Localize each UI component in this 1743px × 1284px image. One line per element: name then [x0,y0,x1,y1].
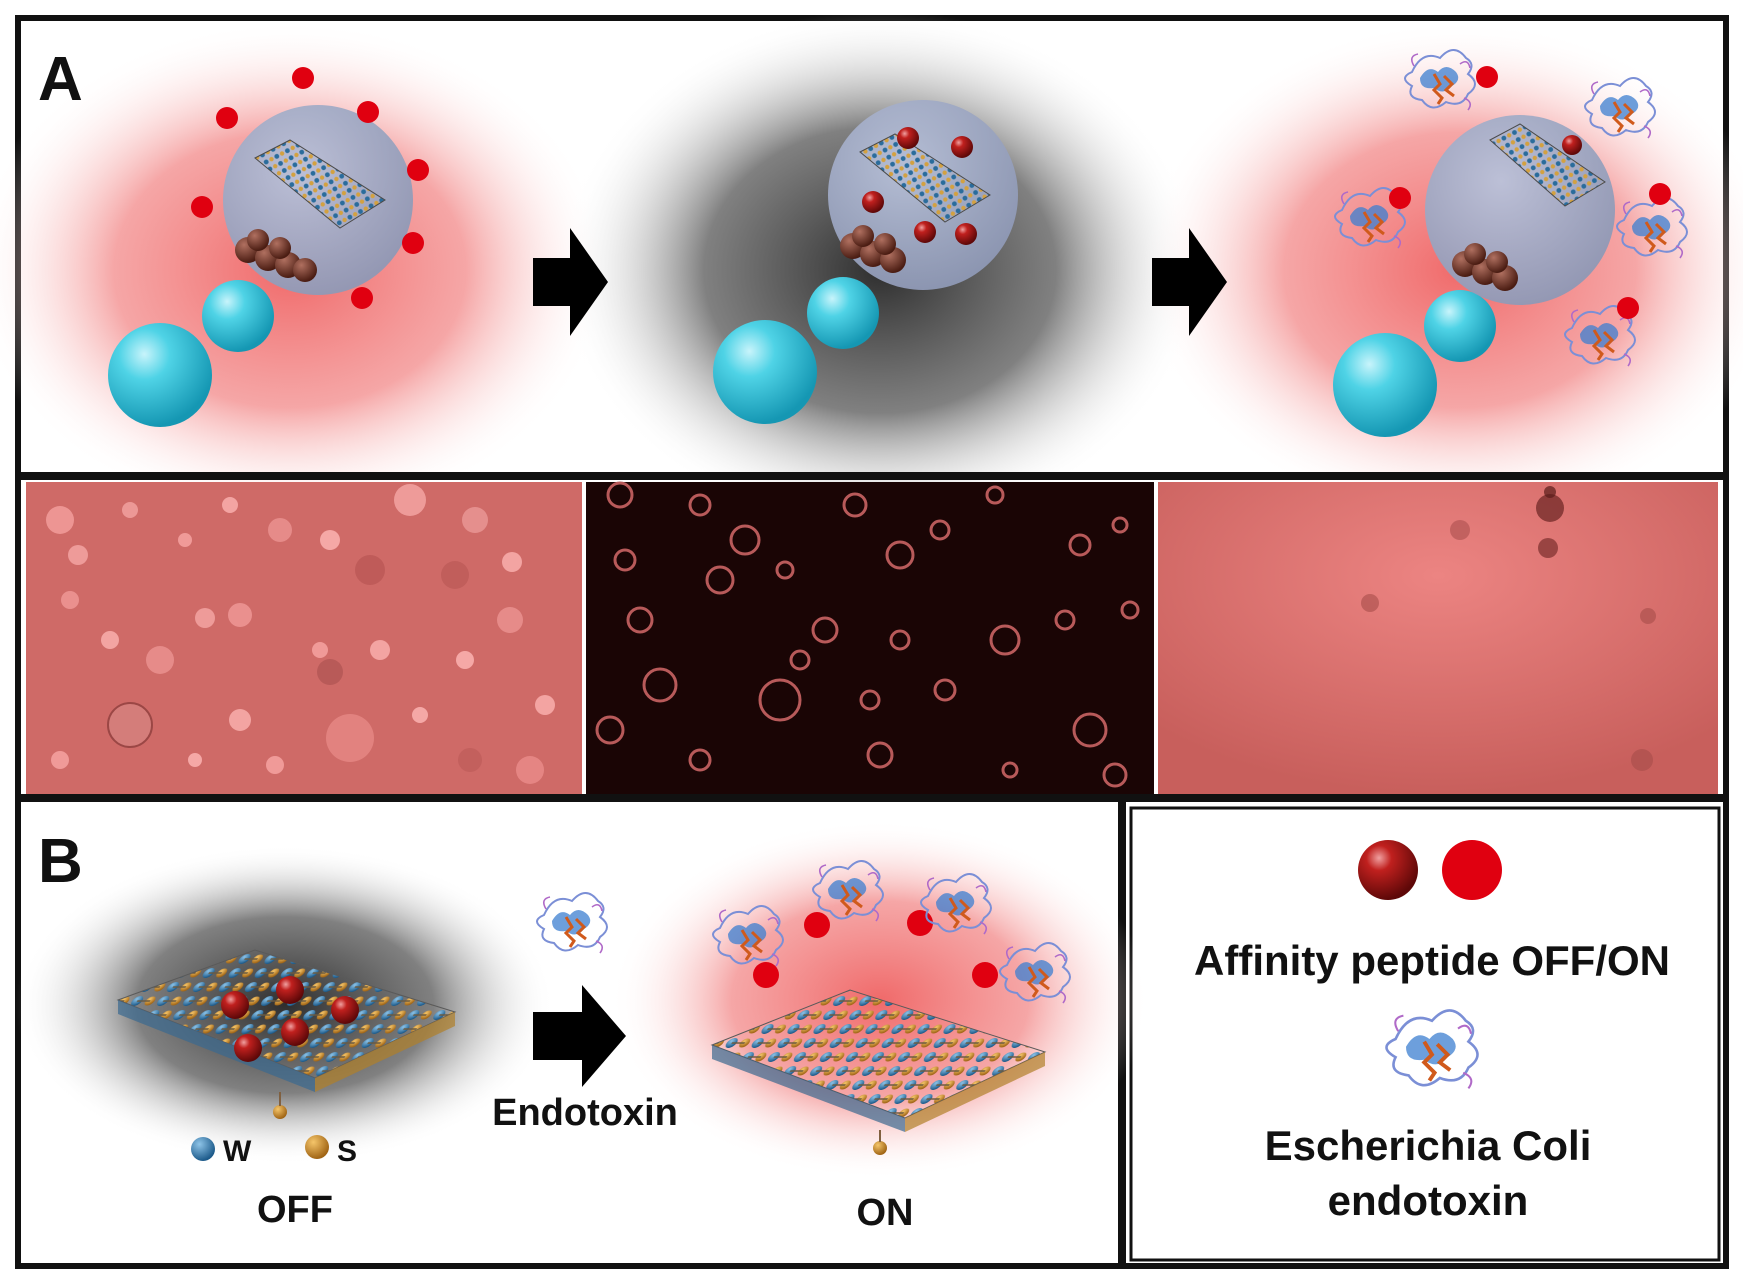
panel-a-schematic [0,10,1743,530]
cyan-bead [1424,290,1496,362]
w-legend-label: W [223,1135,252,1168]
step3-released [1333,48,1689,437]
peptide-on-icon [1442,840,1502,900]
legend: Affinity peptide OFF/ON Escherichia Coli… [1194,840,1670,1224]
red-glow-step3 [1140,20,1743,520]
endotoxin-arrow-label: Endotoxin [492,1092,678,1134]
micrograph-separator [582,482,586,794]
cyan-bead [108,323,212,427]
s-atom-icon [305,1135,329,1159]
divider-top [18,472,1726,480]
micrograph-middle-particles [595,481,1140,788]
endotoxin-legend-line1: Escherichia Coli [1265,1122,1592,1169]
micrograph-separator [1154,482,1158,794]
adsorbed-peptides [862,127,977,245]
adsorbed-peptides-off [221,976,359,1062]
s-legend-label: S [337,1135,357,1168]
off-label: OFF [257,1189,333,1231]
free-peptides [191,67,429,309]
ws2-nanosheet [859,133,991,223]
micrograph-right [1158,482,1718,794]
step2-quenched [713,100,1018,424]
micrograph-middle [586,482,1154,794]
arrow-step2 [1152,228,1227,336]
arrow-panel-b [533,985,626,1087]
step1-sensor [108,67,429,427]
micrograph-right-particles [1361,486,1656,771]
peptide-endotoxin-complexes [1333,48,1689,368]
released-peptide-complexes [711,859,1072,1005]
cyan-bead [713,320,817,424]
cyan-bead [202,280,274,352]
ws2-lattice-on-edge [905,1052,1045,1132]
cyan-bead [807,277,879,349]
micrograph-left-particles [46,484,555,784]
peptide-legend-label: Affinity peptide OFF/ON [1194,937,1670,984]
on-label: ON [857,1192,914,1234]
ws2-lattice-on-edge [712,1045,905,1132]
legend-frame [1129,806,1721,1262]
divider-bottom [18,794,1726,802]
arrow-step1 [533,228,608,336]
ws2-nanosheet [1489,123,1606,207]
panel-b-schematic: W S OFF Endotoxin ON [15,820,1150,1234]
w-atom-icon [191,1137,215,1161]
brown-linker [840,225,906,273]
ws2-lattice-off-edge [315,1012,455,1092]
panel-b-label: B [38,827,83,896]
brown-linker [235,229,317,282]
peptide-off-icon [1358,840,1418,900]
ws2-lattice-off-edge [118,1000,315,1092]
ws2-nanosheet [254,139,386,229]
adsorbed-peptide [1562,135,1582,155]
panel-a-label: A [38,45,83,114]
endotoxin-legend-line2: endotoxin [1328,1177,1529,1224]
micrograph-strip [26,481,1718,794]
brown-linker [1452,243,1518,291]
cyan-bead [1333,333,1437,437]
